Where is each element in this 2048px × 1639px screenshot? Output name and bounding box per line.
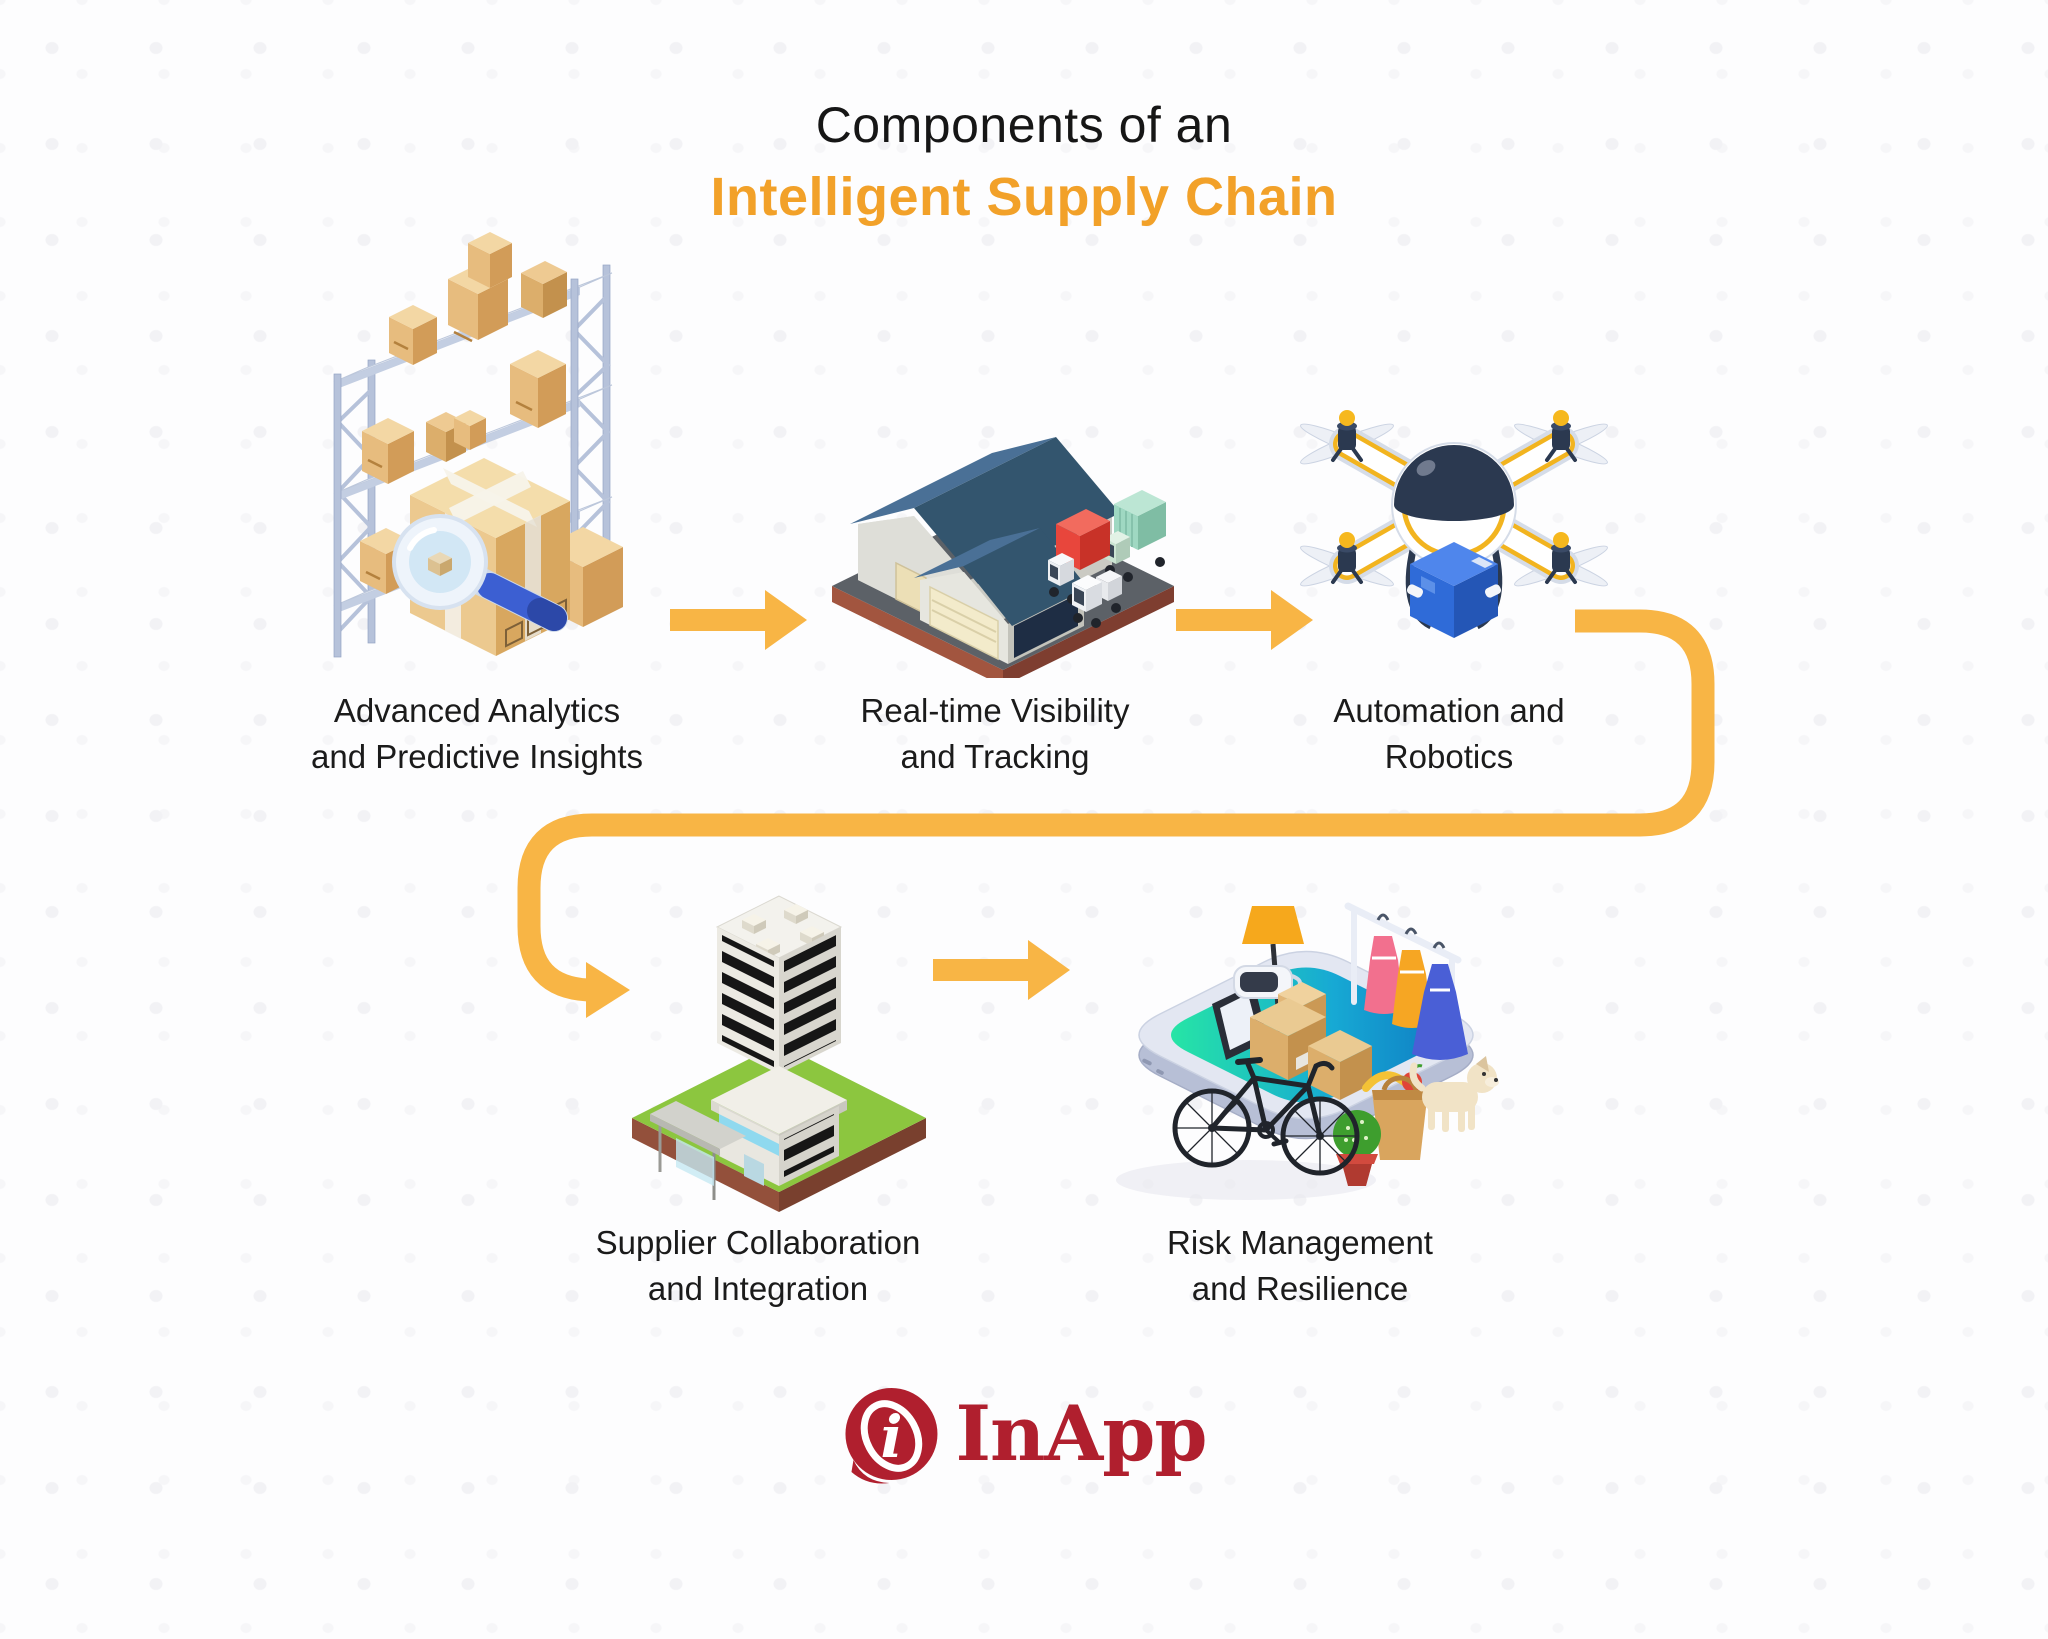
caption-real-time-visibility: Real-time Visibility and Tracking — [861, 688, 1130, 780]
flow-arrow-4 — [933, 940, 1070, 1000]
caption-line: Supplier Collaboration — [595, 1224, 921, 1261]
cardboard-boxes — [1250, 982, 1372, 1100]
drone-dome — [1394, 445, 1514, 521]
flow-arrow-1 — [670, 590, 807, 650]
ecommerce-goods-tablet-icon — [1116, 902, 1499, 1200]
title-line-1: Components of an — [815, 97, 1233, 153]
inapp-logo: i InApp — [841, 1386, 1208, 1486]
caption-line: and Tracking — [900, 738, 1090, 775]
caption-advanced-analytics: Advanced Analytics and Predictive Insigh… — [311, 688, 643, 780]
white-truck — [1072, 570, 1122, 628]
delivery-drone-icon — [1300, 410, 1608, 638]
caption-risk-management: Risk Management and Resilience — [1167, 1220, 1433, 1312]
caption-automation-robotics: Automation and Robotics — [1333, 688, 1564, 780]
warehouse-rack-magnifier-icon — [333, 232, 623, 658]
caption-line: Real-time Visibility — [860, 692, 1130, 729]
dog — [1409, 1056, 1499, 1132]
caption-line: Robotics — [1384, 738, 1514, 775]
boxes-middle-level — [362, 350, 566, 484]
inapp-i-mark-icon: i — [845, 1388, 938, 1484]
clothes-rack — [1344, 902, 1468, 1060]
caption-line: and Predictive Insights — [310, 738, 644, 775]
title-line-2: Intelligent Supply Chain — [710, 167, 1338, 227]
logo-text: InApp — [955, 1388, 1207, 1478]
boxes-top-level — [389, 232, 567, 365]
caption-line: Automation and — [1333, 692, 1565, 729]
caption-line: Risk Management — [1167, 1224, 1433, 1261]
magnifier-icon — [392, 514, 568, 632]
caption-line: and Integration — [647, 1270, 869, 1307]
rotor-hubs — [1331, 410, 1577, 584]
caption-line: Advanced Analytics — [333, 692, 621, 729]
svg-text:i: i — [880, 1403, 902, 1471]
warehouse-trucks-icon — [832, 437, 1174, 678]
bicycle — [1172, 1057, 1360, 1176]
canopy — [650, 1101, 746, 1200]
caption-line: and Resilience — [1191, 1270, 1409, 1307]
caption-supplier-collaboration: Supplier Collaboration and Integration — [596, 1220, 921, 1312]
office-building-icon — [632, 895, 926, 1212]
page-title: Components of an Intelligent Supply Chai… — [0, 96, 2048, 228]
